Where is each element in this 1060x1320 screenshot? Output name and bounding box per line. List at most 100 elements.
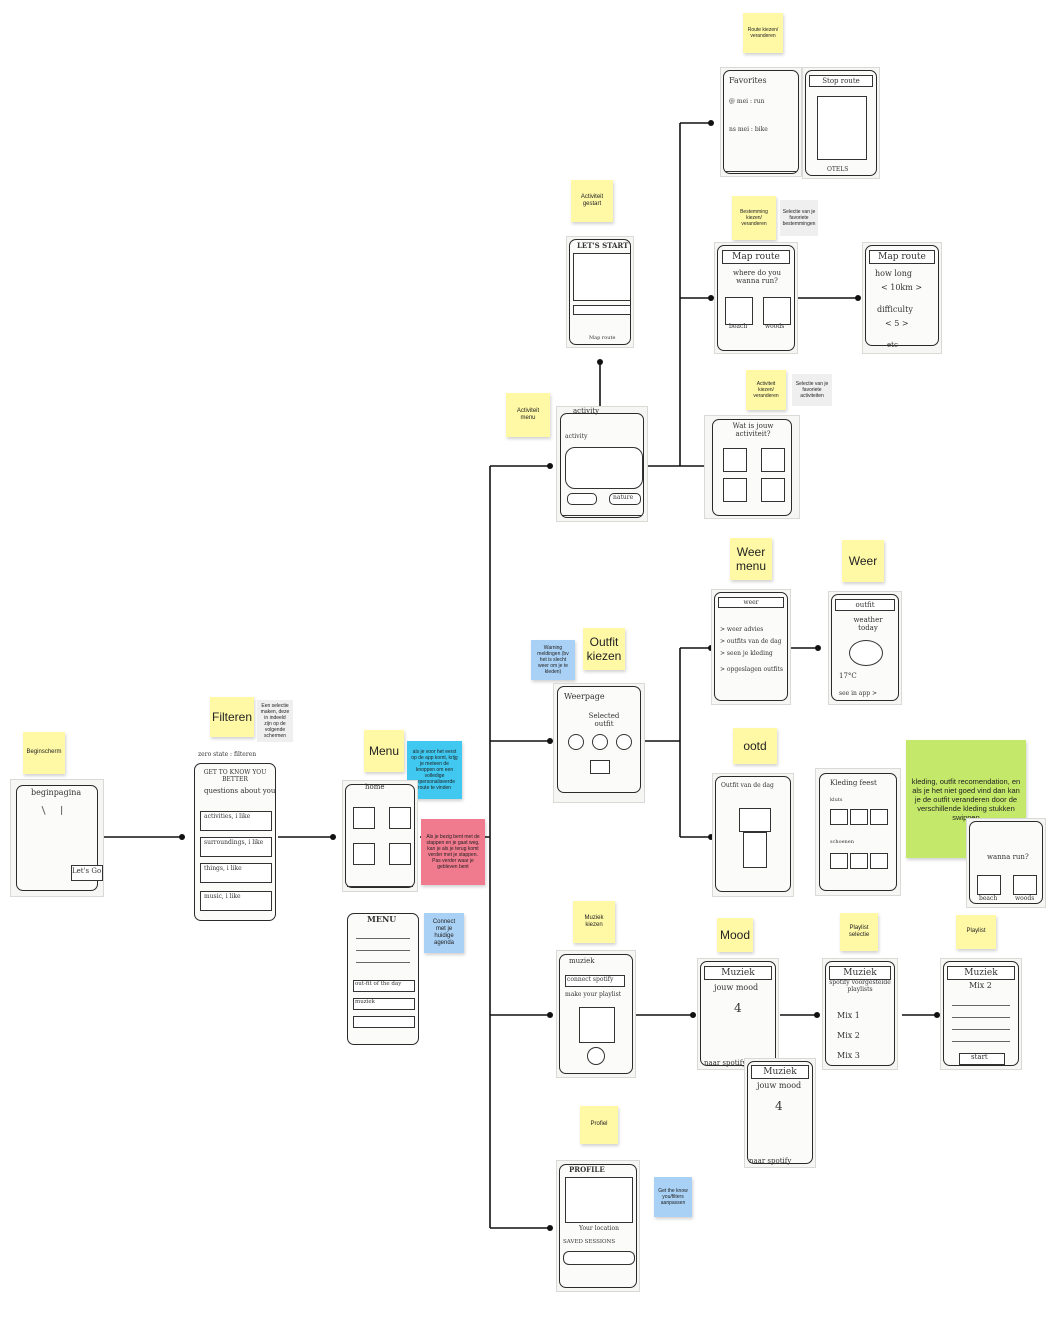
sketch-title: Outfit van de dag [721,782,774,789]
row-2: ns mei : bike [729,126,768,133]
sketch-title: PROFILE [569,1165,605,1174]
sketch-title: MENU [367,914,397,924]
sketch-weer-menu: weer > weer advies > outfits van de dag … [711,589,791,705]
option-beach: beach [729,323,748,330]
sketch-r1: kluts [830,797,843,803]
sketch-profile: PROFILE Your location SAVED SESSIONS [556,1160,640,1292]
sketch-title: Wat is jouw activiteit? [732,422,774,438]
sketch-mood-2: Muziek jouw mood 4 naar spotify [744,1058,816,1168]
sketch-title: Kleding feest [830,779,877,787]
sketch-wat-is-jouw-activiteit: Wat is jouw activiteit? [704,415,800,519]
sketch-title: outfit [834,598,896,611]
sketch-playlist-selectie: Muziek spotify voorgestelde playlists Mi… [822,958,898,1070]
row-3: things, i like [204,865,242,872]
row-3: > seen je kleding [720,650,773,657]
sketch-footer: naar spotify [704,1059,747,1067]
row-2: Mix 2 [837,1031,860,1040]
row-1: how long [875,269,913,278]
lets-go-button: Let's Go! [72,867,104,875]
note-ootd: ootd [733,728,777,764]
note-outfit-kiezen: Outfit kiezen [583,628,625,670]
sketch-stop-route: Stop route OTELS [802,67,880,179]
note-bestemming-kiezen: Bestemming kiezen/ veranderen [732,196,776,240]
connect-spotify-button: connect spotify [567,976,614,983]
sketch-home: home [342,780,418,892]
note-filteren-comment: Een selectie maken, deze in indeeld zijn… [257,700,293,742]
option-beach: beach [979,895,998,902]
note-outfit-warning: Warning meldingen (bv het is slecht weer… [531,640,575,680]
sketch-get-to-know: zero state : filteren GET TO KNOW YOU BE… [192,751,278,923]
sketch-sub: Your location [579,1225,619,1232]
note-beginscherm: Beginscherm [23,732,65,774]
note-weer-menu: Weer menu [730,538,772,580]
row-2: muziek [355,999,376,1005]
row-1: > weer advies [720,626,764,633]
sketch-title: LET'S START [577,241,629,250]
sketch-muziek: muziek connect spotify make your playlis… [556,950,636,1078]
note-profiel-comment: Get the know you/filters aanpassen [654,1177,692,1217]
start-button: start [971,1053,988,1061]
sketch-kleding-feest: Kleding feest kluts schoenen [815,768,901,896]
sketch-label: jouw mood [714,983,759,992]
row-1: activities, i like [204,813,251,820]
sketch-map-route-1: Map route where do you wanna run? beach … [714,242,798,354]
sketch-title: beginpagina [31,788,82,797]
sketch-sub: Mix 2 [969,981,992,990]
note-menu: Menu [364,730,404,772]
sketch-lets-start: LET'S START Map route [566,236,634,348]
note-menu-connect: Connect met je huidige agenda [424,913,464,953]
note-activiteit-comment: Selectie van je favoriete activiteiten [792,374,832,406]
note-activiteit-gestart: Activiteit gestart [571,180,613,222]
note-bestemming-comment: Selectie van je favoriete bestemmingen [780,200,818,236]
sketch-mood-1: Muziek jouw mood 4 naar spotify [697,958,779,1070]
row-2: < 10km > [881,283,923,292]
sketch-val: 4 [734,1001,742,1015]
sketch-menu: MENU out-fit of the day muziek [345,910,421,1048]
row-3: Mix 3 [837,1051,860,1060]
sketch-sub: spotify voorgestelde playlists [829,979,891,993]
sketch-outfit-van-de-dag: Outfit van de dag [712,773,794,897]
sketch-title: GET TO KNOW YOU BETTER [203,769,267,783]
sketch-title: Muziek [828,965,892,980]
nature-button: nature [613,494,634,501]
note-mood: Mood [717,918,753,952]
note-route-kiezen: Route kiezen/ veranderen [743,13,783,53]
sketch-beginpagina: beginpagina Let's Go! [10,779,104,897]
sketch-sub: questions about you [204,787,276,795]
sketch-footer: OTELS [827,166,849,173]
row-1: out-fit of the day [355,981,402,987]
sketch-title: Stop route [809,74,873,87]
sketch-sub: Selected outfit [588,712,620,728]
row-4: > opgeslagen outfits [720,666,783,673]
sketch-weerpage: Weerpage Selected outfit [553,683,645,803]
sketch-title: Favorites [729,76,767,85]
sketch-favorites: Favorites @ mei : run ns mei : bike [720,67,802,177]
note-menu-comment-pink: Als je bezig bent met de stappen en je g… [421,819,485,885]
row-1: @ mei : run [729,98,765,105]
option-woods: woods [1015,895,1035,902]
sketch-title: Muziek [704,965,772,980]
sketch-sub: make your playlist [565,991,622,998]
sketch-title: muziek [569,957,595,965]
sketch-row-2: 17°C [839,672,857,680]
option-woods: woods [765,323,785,330]
sketch-title: weer [718,596,784,608]
sketch-label: jouw mood [757,1081,802,1090]
row-2: > outfits van de dag [720,638,782,645]
sketch-title: Map route [869,249,935,264]
sketch-row-1: weather today [853,616,883,632]
sketch-caption: zero state : filteren [198,751,257,758]
note-playlist: Playlist [956,915,996,949]
note-playlist-selectie: Playlist selectie [840,913,878,951]
sketch-footer: etc [887,341,898,349]
row-4: music, i like [204,893,241,900]
note-activiteit-menu: Activiteit menu [506,393,550,437]
sketch-title: Map route [721,249,791,264]
sketch-text: wanna run? [987,853,1029,861]
note-weer: Weer [842,540,884,582]
sketch-title: Muziek [750,1065,810,1080]
sketch-question: where do you wanna run? [733,269,781,285]
row-2: surroundings, i like [204,839,264,846]
sketch-caption: home [365,783,385,791]
